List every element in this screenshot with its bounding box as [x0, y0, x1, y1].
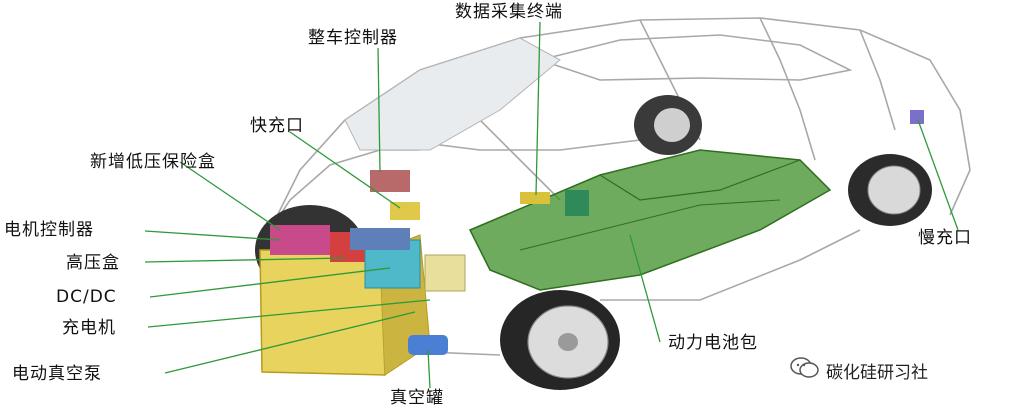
watermark-text: 碳化硅研习社: [826, 363, 928, 383]
label-hv-box: 高压盒: [66, 253, 120, 273]
label-battery-pack: 动力电池包: [668, 333, 758, 353]
label-dcdc: DC/DC: [56, 287, 117, 307]
slow-charge-block: [910, 110, 924, 124]
rear-wheel: [634, 95, 932, 226]
label-slow-charge-port: 慢充口: [918, 228, 972, 248]
label-charger: 充电机: [62, 318, 116, 338]
battery-pack: [468, 149, 832, 291]
vacuum-tank-block: [408, 335, 448, 355]
label-vacuum-tank: 真空罐: [390, 388, 444, 408]
label-vacuum-pump: 电动真空泵: [12, 364, 102, 384]
wechat-icon: [790, 357, 819, 378]
label-lv-fuse-box: 新增低压保险盒: [90, 152, 216, 172]
data-terminal-block: [520, 192, 550, 204]
windshield: [344, 37, 561, 151]
vehicle-controller-block: [370, 170, 410, 192]
label-data-terminal: 数据采集终端: [455, 2, 563, 22]
label-vehicle-controller: 整车控制器: [308, 28, 398, 48]
label-fast-charge-port: 快充口: [250, 116, 304, 136]
charger-block: [424, 254, 466, 292]
label-motor-controller: 电机控制器: [4, 220, 94, 240]
leader-lines: [144, 21, 959, 389]
